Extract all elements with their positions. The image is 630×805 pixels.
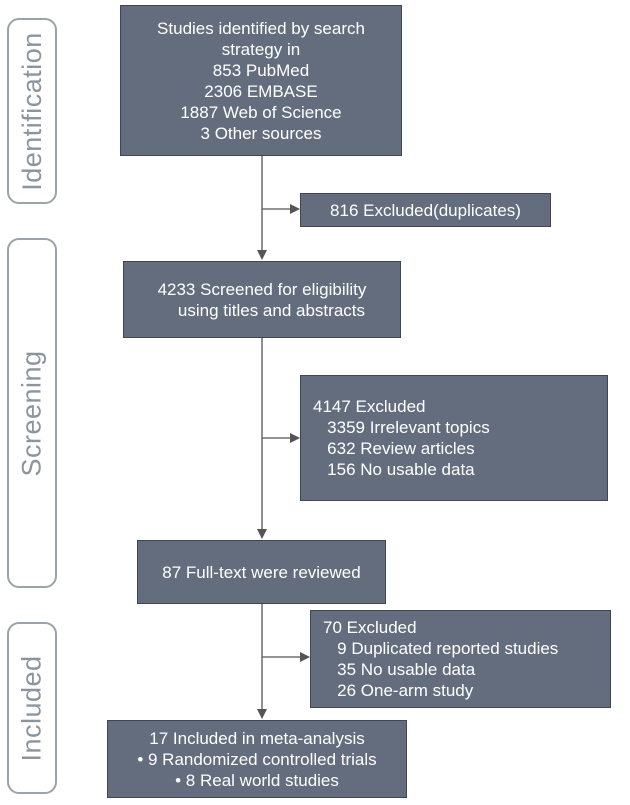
box-duplicates: 816 Excluded(duplicates) — [300, 193, 551, 227]
box-identified: Studies identified by search strategy in… — [120, 5, 402, 156]
included-rct: • 9 Randomized controlled trials — [137, 749, 377, 769]
duplicates-text: 816 Excluded(duplicates) — [330, 200, 521, 220]
phase-screening: Screening — [7, 238, 57, 588]
phase-included: Included — [7, 622, 57, 794]
box-screened: 4233 Screened for eligibility using titl… — [123, 261, 401, 338]
identified-wos: 1887 Web of Science — [180, 102, 342, 122]
box-excluded-screening: 4147 Excluded 3359 Irrelevant topics 632… — [300, 375, 608, 501]
box-fulltext: 87 Full-text were reviewed — [137, 540, 386, 604]
excluded-no-data: 156 No usable data — [313, 460, 475, 479]
screened-line-1: 4233 Screened for eligibility — [157, 279, 367, 299]
phase-identification: Identification — [7, 18, 57, 204]
box-included: 17 Included in meta-analysis • 9 Randomi… — [107, 720, 407, 798]
excluded-one-arm: 26 One-arm study — [323, 681, 474, 700]
identified-embase: 2306 EMBASE — [204, 81, 318, 101]
identified-pubmed: 853 PubMed — [212, 60, 310, 80]
excluded-screening-total: 4147 Excluded — [313, 397, 426, 416]
identified-line-2: strategy in — [221, 39, 301, 59]
fulltext-text: 87 Full-text were reviewed — [162, 562, 361, 582]
excluded-reviews: 632 Review articles — [313, 439, 475, 458]
identified-other: 3 Other sources — [200, 123, 322, 143]
excluded-duplicated-reported: 9 Duplicated reported studies — [323, 639, 559, 658]
included-total: 17 Included in meta-analysis — [149, 728, 365, 748]
included-real-world: • 8 Real world studies — [175, 770, 339, 790]
screened-line-2: using titles and abstracts — [159, 300, 365, 320]
identified-line-1: Studies identified by search — [157, 18, 365, 38]
box-excluded-fulltext: 70 Excluded 9 Duplicated reported studie… — [310, 610, 611, 708]
excluded-irrelevant: 3359 Irrelevant topics — [313, 418, 490, 437]
excluded-no-usable-data: 35 No usable data — [323, 660, 476, 679]
excluded-fulltext-total: 70 Excluded — [323, 618, 417, 637]
